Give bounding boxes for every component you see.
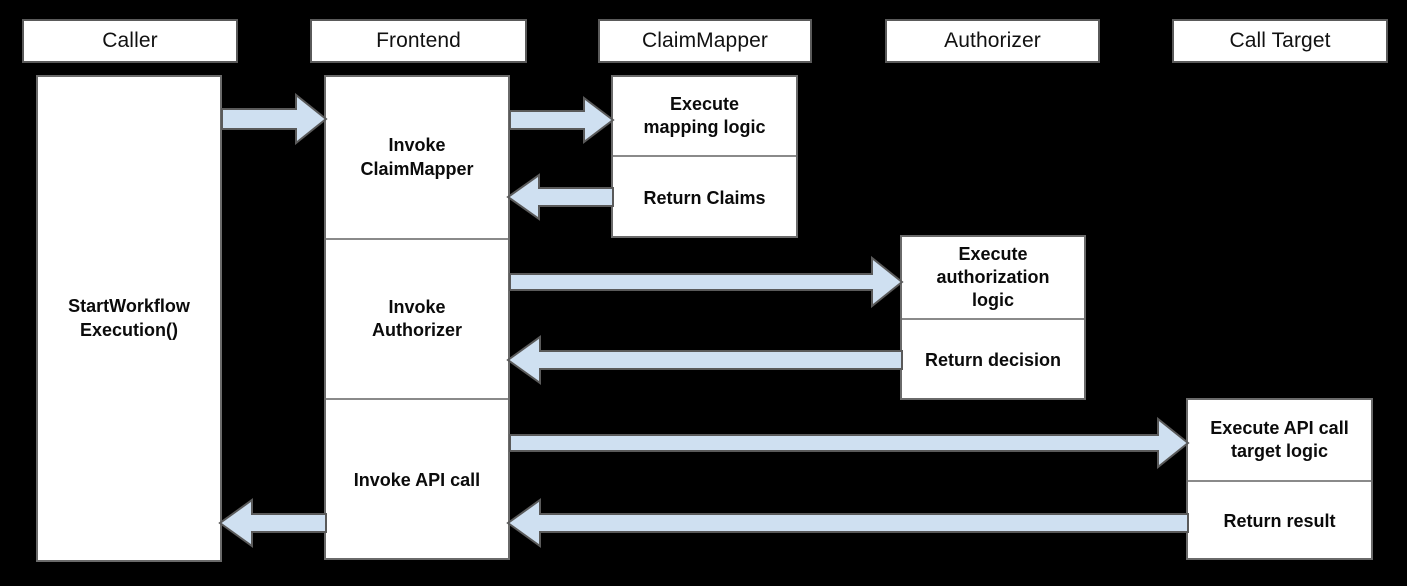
column-header-label: ClaimMapper	[642, 29, 768, 52]
column-header-calltarget[interactable]: Call Target	[1172, 19, 1388, 63]
column-header-frontend[interactable]: Frontend	[310, 19, 527, 63]
column-header-caller[interactable]: Caller	[22, 19, 238, 63]
lifeline-claimmapper: Execute mapping logic Return Claims	[611, 75, 798, 238]
activation-frontend-invoke-claimmapper[interactable]: Invoke ClaimMapper	[326, 77, 508, 240]
message-arrow-frontend-to-authorizer[interactable]	[509, 255, 904, 309]
column-header-label: Authorizer	[944, 29, 1041, 52]
column-header-label: Call Target	[1229, 29, 1331, 52]
activation-calltarget-return-result[interactable]: Return result	[1223, 511, 1336, 532]
activation-authorizer-return-decision[interactable]: Return decision	[924, 350, 1062, 371]
message-arrow-caller-to-frontend[interactable]	[221, 92, 328, 146]
column-header-authorizer[interactable]: Authorizer	[885, 19, 1100, 63]
message-arrow-frontend-to-calltarget[interactable]	[509, 416, 1190, 470]
activation-frontend-invoke-authorizer[interactable]: Invoke Authorizer	[326, 240, 508, 400]
lifeline-calltarget: Execute API call target logic Return res…	[1186, 398, 1373, 560]
activation-calltarget-execute-api-call-target-logic[interactable]: Execute API call target logic	[1188, 400, 1371, 482]
column-header-claimmapper[interactable]: ClaimMapper	[598, 19, 812, 63]
message-arrow-calltarget-to-frontend[interactable]	[506, 498, 1189, 548]
activation-frontend-invoke-api-call[interactable]: Invoke API call	[353, 470, 481, 491]
column-header-label: Frontend	[376, 29, 461, 52]
lifeline-frontend: Invoke ClaimMapper Invoke Authorizer Inv…	[324, 75, 510, 560]
message-arrow-frontend-to-caller[interactable]	[218, 498, 327, 548]
message-arrow-authorizer-to-frontend[interactable]	[506, 335, 903, 385]
activation-caller-start-workflow[interactable]: StartWorkflow Execution()	[68, 296, 190, 340]
activation-claimmapper-execute-mapping-logic[interactable]: Execute mapping logic	[613, 77, 796, 157]
message-arrow-frontend-to-claimmapper[interactable]	[509, 95, 615, 145]
activation-authorizer-execute-authorization-logic[interactable]: Execute authorization logic	[902, 237, 1084, 320]
column-header-label: Caller	[102, 29, 158, 52]
lifeline-caller: StartWorkflow Execution()	[36, 75, 222, 562]
message-arrow-claimmapper-to-frontend[interactable]	[506, 173, 614, 221]
activation-claimmapper-return-claims[interactable]: Return Claims	[643, 187, 766, 208]
lifeline-authorizer: Execute authorization logic Return decis…	[900, 235, 1086, 400]
